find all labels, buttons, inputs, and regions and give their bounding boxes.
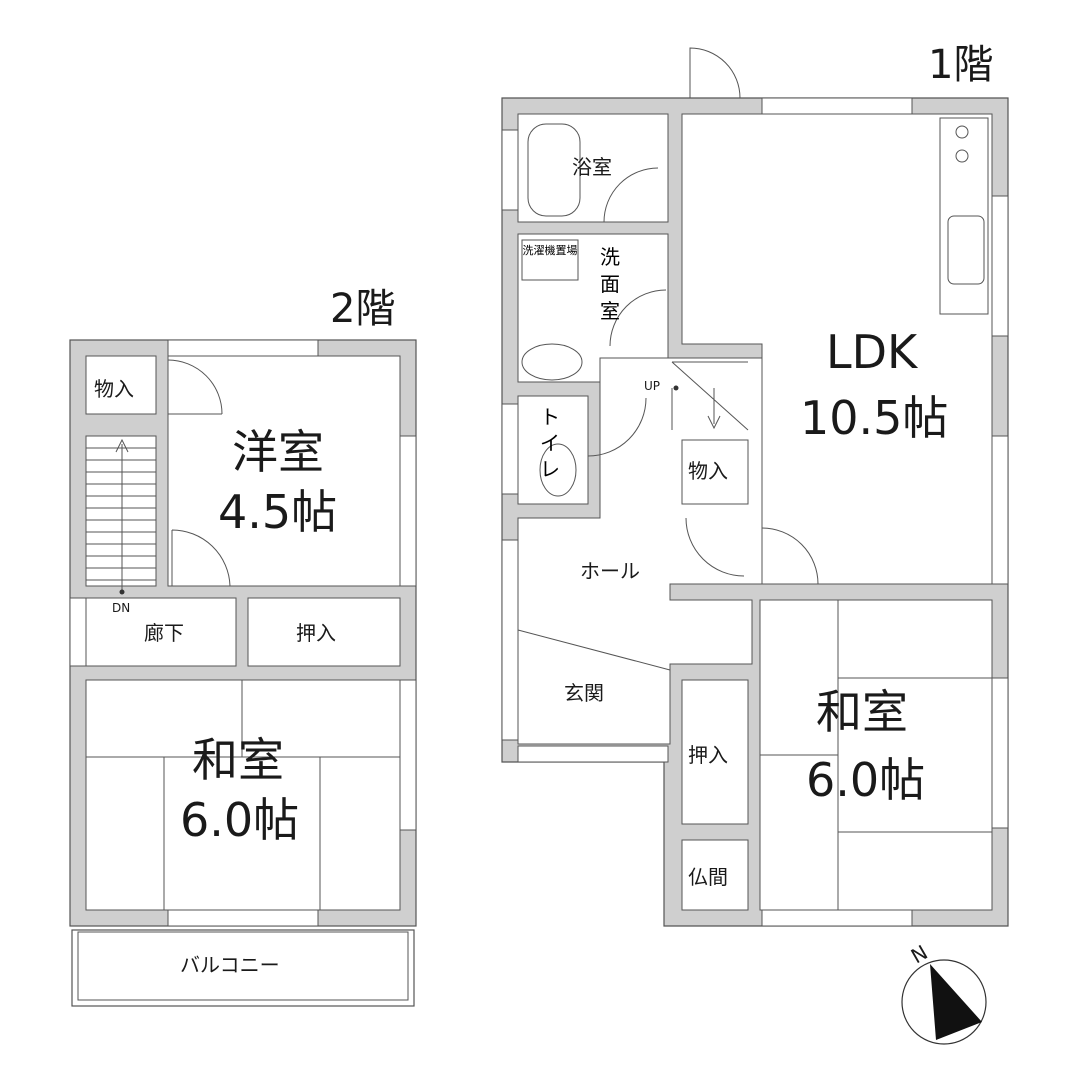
floor1-plan	[501, 47, 1009, 927]
f1-butsuma-label: 仏間	[688, 865, 728, 889]
floor2-plan	[69, 339, 417, 1007]
f2-washitsu-bottom-window	[167, 909, 319, 927]
f2-balcony-inner	[77, 931, 409, 1001]
f2-stair-arrow-icon	[115, 438, 129, 453]
f2-closet-room	[247, 597, 401, 667]
f2-stair-dot	[119, 589, 125, 595]
f1-ldk-side-window-2	[991, 435, 1009, 585]
f2-youshitsu-size: 4.5帖	[218, 485, 337, 539]
f1-washroom-label-box: 洗面室	[600, 245, 620, 323]
f1-storage-room	[681, 439, 749, 505]
f1-closet-label: 押入	[688, 743, 728, 767]
f1-toilet-door-icon	[587, 397, 647, 457]
f1-washroom-door-icon	[609, 289, 667, 347]
f1-hall-label: ホール	[580, 559, 640, 583]
f1-washroom	[517, 233, 669, 383]
f1-stair-arrow-icon	[707, 415, 721, 430]
f1-washitsu-size: 6.0帖	[806, 753, 925, 807]
f2-youshitsu-label: 洋室	[232, 425, 324, 479]
f2-title: 2階	[330, 286, 395, 332]
f1-closet-room	[681, 679, 749, 825]
f1-washitsu-side-window	[991, 677, 1009, 829]
f1-ldk-label: LDK	[826, 325, 919, 379]
f2-washitsu-room	[85, 679, 401, 911]
f2-balcony-label: バルコニー	[180, 953, 280, 977]
f2-corridor-window	[69, 597, 87, 667]
f1-back-door-icon	[689, 47, 741, 99]
stove-burner-icon	[955, 125, 969, 139]
kitchen-sink-icon	[947, 215, 985, 285]
f1-ldk-door-icon	[761, 527, 819, 585]
f2-tatami-lines	[86, 680, 400, 910]
toilet-bowl-icon	[539, 443, 577, 497]
f1-entrance-step-line	[517, 629, 671, 671]
kitchen-counter-icon	[939, 117, 989, 315]
f2-washitsu-size: 6.0帖	[180, 793, 299, 847]
f1-tatami-lines	[760, 600, 992, 910]
f1-toilet-room	[517, 395, 589, 505]
stove-burner-icon	[955, 149, 969, 163]
f1-toilet-window	[501, 403, 519, 495]
f1-stair-dot	[673, 385, 679, 391]
f1-ldk-side-window	[991, 195, 1009, 337]
compass	[901, 959, 987, 1045]
f2-youshitsu-side-window	[399, 435, 417, 587]
f1-toilet-label: トイレ	[540, 405, 560, 481]
f2-youshitsu-top-window	[167, 339, 319, 357]
f1-washitsu-bottom-window	[761, 909, 913, 927]
f1-entrance-door	[517, 745, 669, 763]
f1-entrance-label: 玄関	[564, 681, 604, 705]
f1-storage-label: 物入	[688, 459, 728, 483]
f1-bath-label: 浴室	[572, 155, 612, 179]
f2-corridor-room	[85, 597, 237, 667]
f2-stair-treads	[86, 444, 156, 592]
f1-washitsu-label: 和室	[816, 685, 908, 739]
f1-ldk-top-window	[761, 97, 913, 115]
f1-bath-room	[517, 113, 669, 223]
f2-storage-label: 物入	[94, 377, 134, 401]
f2-stair-label: DN	[112, 601, 130, 615]
f1-stair-treads	[671, 361, 749, 431]
compass-needle-icon	[930, 964, 982, 1040]
f1-storage-door-icon	[685, 517, 745, 577]
f1-washroom-label: 洗面室	[600, 245, 620, 323]
f2-storage-room	[85, 355, 157, 415]
f2-closet-label: 押入	[296, 621, 336, 645]
f1-hall-window	[501, 539, 519, 741]
f2-stair-well	[85, 435, 157, 587]
f1-washer-label: 洗濯機置場	[522, 244, 578, 257]
f2-balcony	[71, 929, 415, 1007]
wash-basin-icon	[521, 343, 583, 381]
f1-washer-label-box: 洗濯機置場	[522, 244, 578, 257]
f1-ldk-size: 10.5帖	[800, 391, 948, 445]
f1-toilet-label-box: トイレ	[540, 405, 560, 481]
f2-youshitsu-door-icon	[171, 529, 231, 587]
f2-corridor-label: 廊下	[144, 621, 184, 645]
f1-stair-label: UP	[644, 379, 660, 393]
washing-machine-space-icon	[521, 239, 579, 281]
f2-washitsu-label: 和室	[192, 733, 284, 787]
f2-storage-door-icon	[167, 359, 223, 415]
f1-butsuma-room	[681, 839, 749, 911]
f1-bath-window	[501, 129, 519, 211]
bathtub-icon	[527, 123, 581, 217]
f2-washitsu-side-window	[399, 679, 417, 831]
f1-bath-door-icon	[603, 167, 659, 223]
f1-title: 1階	[928, 42, 993, 88]
